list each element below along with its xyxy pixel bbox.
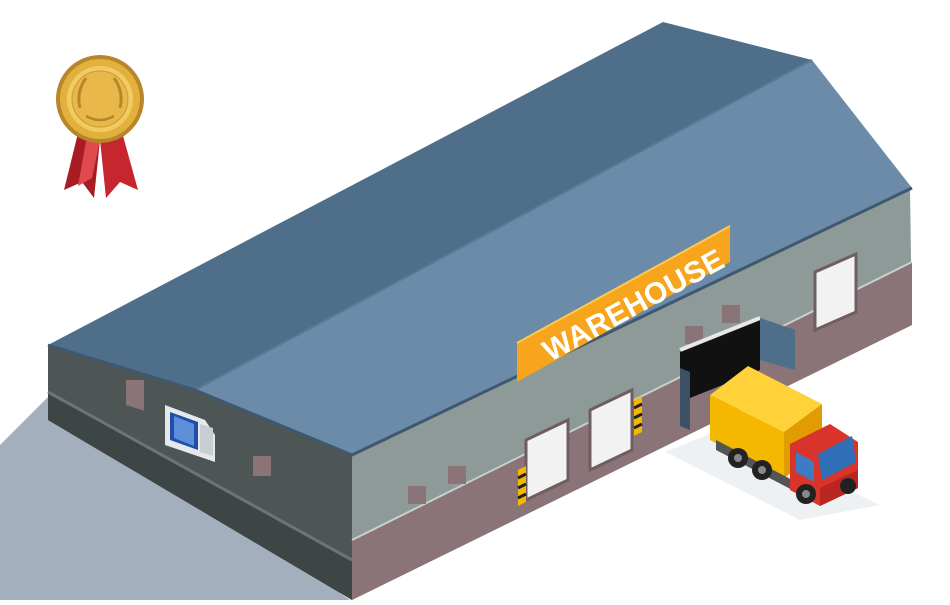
- front-window-1: [408, 486, 426, 504]
- gable-window-2: [253, 456, 271, 476]
- loading-door-1: [517, 417, 570, 506]
- roof-back: [48, 22, 812, 390]
- open-loading-dock: [679, 316, 795, 430]
- roof-front: [195, 60, 912, 455]
- gable-base: [48, 392, 352, 600]
- gable-window-3: [126, 380, 144, 400]
- loading-door-3: [813, 251, 858, 333]
- air-conditioner-unit: [165, 405, 215, 462]
- ground-shadow: [0, 395, 350, 600]
- loading-door-2: [588, 387, 643, 473]
- front-window-4: [722, 305, 740, 323]
- medal-icon: [56, 55, 144, 198]
- front-window-2: [448, 466, 466, 484]
- delivery-truck: [710, 366, 858, 506]
- front-window-3: [685, 326, 703, 344]
